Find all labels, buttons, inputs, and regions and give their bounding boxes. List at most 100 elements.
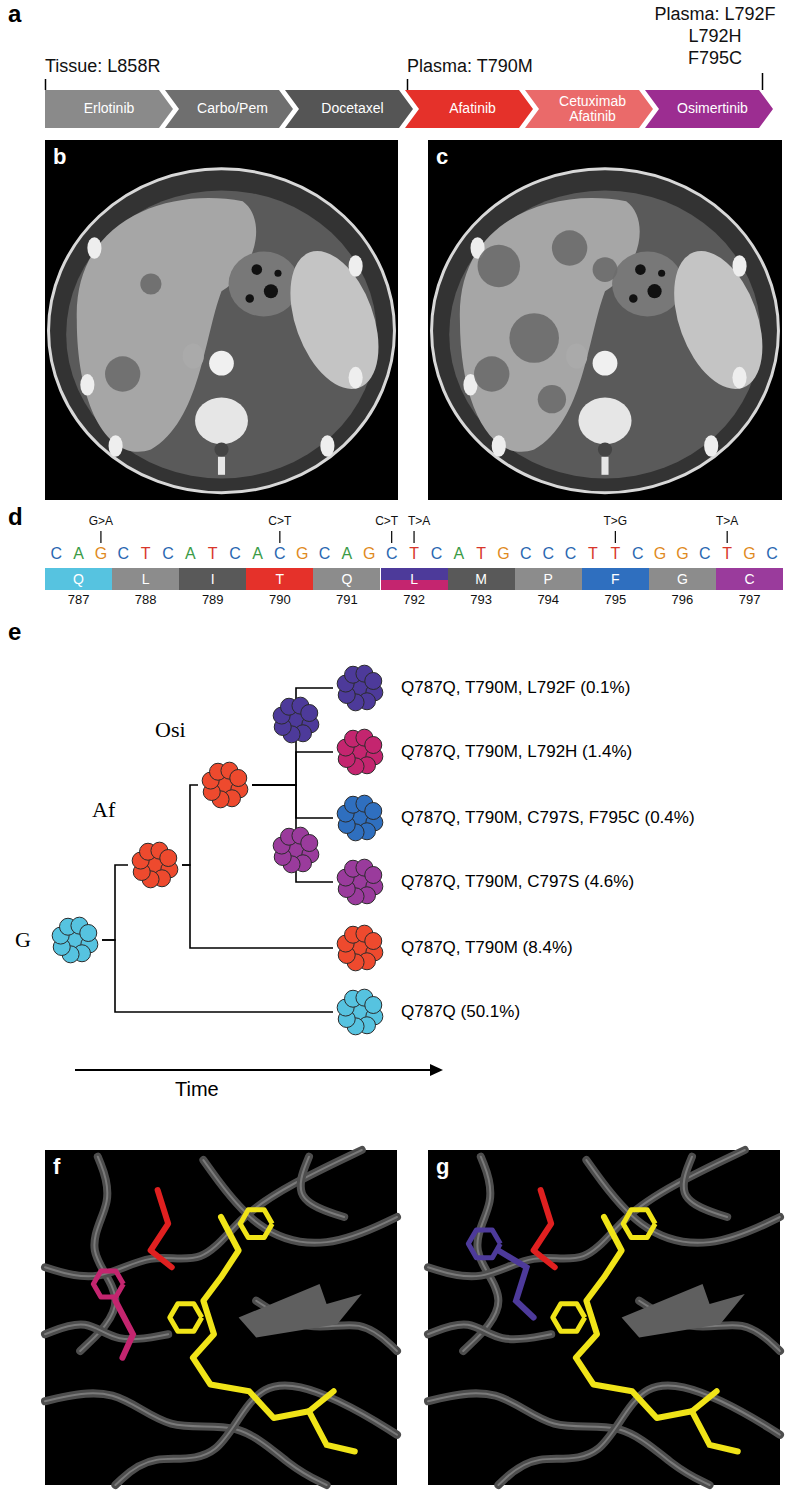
ribbon-highlight	[428, 1393, 710, 1485]
drug-stick	[193, 1217, 309, 1418]
panel-letter: d	[8, 503, 23, 531]
spleen	[657, 239, 779, 401]
amino-acid-cell: Q791	[313, 568, 380, 590]
protein-ribbon	[428, 1150, 745, 1276]
clone-cluster: Osi	[198, 758, 252, 812]
protein-ribbon	[428, 1324, 551, 1339]
cell-circle	[365, 867, 382, 884]
clone-leaf: Q787Q (50.1%)	[333, 985, 387, 1039]
ribbon-highlight	[45, 1393, 327, 1485]
ct-scan	[45, 140, 398, 500]
spinous-process	[601, 457, 608, 475]
bowel-gas	[252, 264, 263, 275]
amino-acid-letter: M	[475, 571, 487, 587]
amino-acid-cell: I789	[179, 568, 246, 590]
mutation-tick	[615, 531, 616, 543]
lineage-branch	[252, 785, 333, 818]
sequence-base: G	[363, 545, 375, 563]
clone-genotype: Q787Q, T790M, C797S (4.6%)	[401, 872, 634, 892]
liver-lesion	[478, 245, 520, 287]
beta-sheet	[239, 1284, 362, 1338]
treatment-chevron: Afatinib	[405, 90, 533, 128]
clone-cluster: G	[48, 913, 102, 967]
amino-acid-letter: T	[276, 571, 285, 587]
liver-lesion	[474, 356, 509, 391]
clone-leaf: Q787Q, T790M, L792F (0.1%)	[333, 661, 387, 715]
amino-acid-cell: G796	[649, 568, 716, 590]
base-change: T>A	[408, 515, 430, 529]
cluster-shape	[198, 758, 252, 812]
ring-stick	[623, 1210, 655, 1238]
chevron-fill	[45, 90, 173, 128]
cell-circle	[301, 835, 318, 852]
sequence-base: G	[676, 545, 688, 563]
cluster-shape	[333, 985, 387, 1039]
clone-leaf: Q787Q, T790M, L792H (1.4%)	[333, 725, 387, 779]
amino-acid-cell: Q787	[45, 568, 112, 590]
clone-genotype: Q787Q, T790M, C797S, F795C (0.4%)	[401, 808, 695, 828]
sequence-base: G	[654, 545, 666, 563]
liver-lesion	[105, 356, 140, 391]
biopsy-label: Plasma: L792F	[654, 4, 775, 25]
cell-circle	[301, 705, 318, 722]
time-arrowhead	[430, 1064, 443, 1076]
residue-number: 793	[470, 593, 492, 608]
cluster-shape	[333, 791, 387, 845]
clone-genotype: Q787Q, T790M, L792H (1.4%)	[401, 742, 632, 762]
residue-number: 787	[68, 593, 90, 608]
cell-circle	[365, 803, 382, 820]
ribbon-highlight	[428, 1150, 745, 1276]
ct-scan	[428, 140, 782, 500]
sequence-base: T	[610, 545, 620, 563]
liver	[460, 198, 640, 452]
biopsy-label: Plasma: T790M	[407, 56, 533, 77]
time-axis	[75, 1069, 432, 1071]
render-background	[45, 1150, 397, 1485]
cell-circle	[365, 737, 382, 754]
clone-genotype: Q787Q, T790M (8.4%)	[401, 938, 573, 958]
vertebra	[195, 397, 248, 444]
protein-ribbon	[45, 1393, 327, 1485]
amino-acid-cell: F795	[582, 568, 649, 590]
scan-background	[45, 140, 398, 500]
amino-acid-letter: P	[544, 571, 553, 587]
sequence-base: C	[118, 545, 130, 563]
clone-genotype: Q787Q, T790M, L792F (0.1%)	[401, 678, 630, 698]
base-change: T>A	[716, 515, 738, 529]
sequence-base: C	[542, 545, 554, 563]
sequence-base: G	[95, 545, 107, 563]
chevron-fill	[165, 90, 293, 128]
rib	[732, 367, 746, 389]
rib	[704, 435, 718, 457]
lineage-branch	[182, 785, 198, 865]
protein-structure	[45, 1150, 397, 1485]
clone-cluster: Af	[128, 838, 182, 892]
cell-circle	[365, 933, 382, 950]
sequence-base: A	[73, 545, 84, 563]
sequence-base: C	[520, 545, 532, 563]
stomach	[229, 252, 300, 317]
residue-number: 789	[202, 593, 224, 608]
lineage-branch	[102, 865, 128, 940]
cluster-shape	[333, 661, 387, 715]
sequence-base: T	[588, 545, 598, 563]
ring-stick	[93, 1271, 123, 1297]
cell-cluster	[202, 762, 248, 808]
cell-cluster	[337, 729, 383, 775]
residue-stick	[534, 1190, 555, 1267]
aorta	[209, 351, 234, 376]
biopsy-label: L792H	[688, 26, 741, 47]
amino-acid-letter: I	[211, 571, 215, 587]
panel-letter: c	[436, 144, 448, 169]
ribbon-highlight	[45, 1324, 168, 1339]
sequence-base: A	[342, 545, 353, 563]
mutation-tick	[391, 531, 392, 543]
ribbon-highlight	[45, 1150, 362, 1276]
biopsy-label: F795C	[688, 48, 742, 69]
ring-stick	[170, 1304, 202, 1332]
clone-leaf: Q787Q, T790M (8.4%)	[333, 921, 387, 975]
sequence-base: T	[409, 545, 419, 563]
panel-letter: f	[53, 1154, 60, 1179]
sequence-base: T	[141, 545, 151, 563]
treatment-chevron: Cetuximab Afatinib	[525, 90, 653, 128]
